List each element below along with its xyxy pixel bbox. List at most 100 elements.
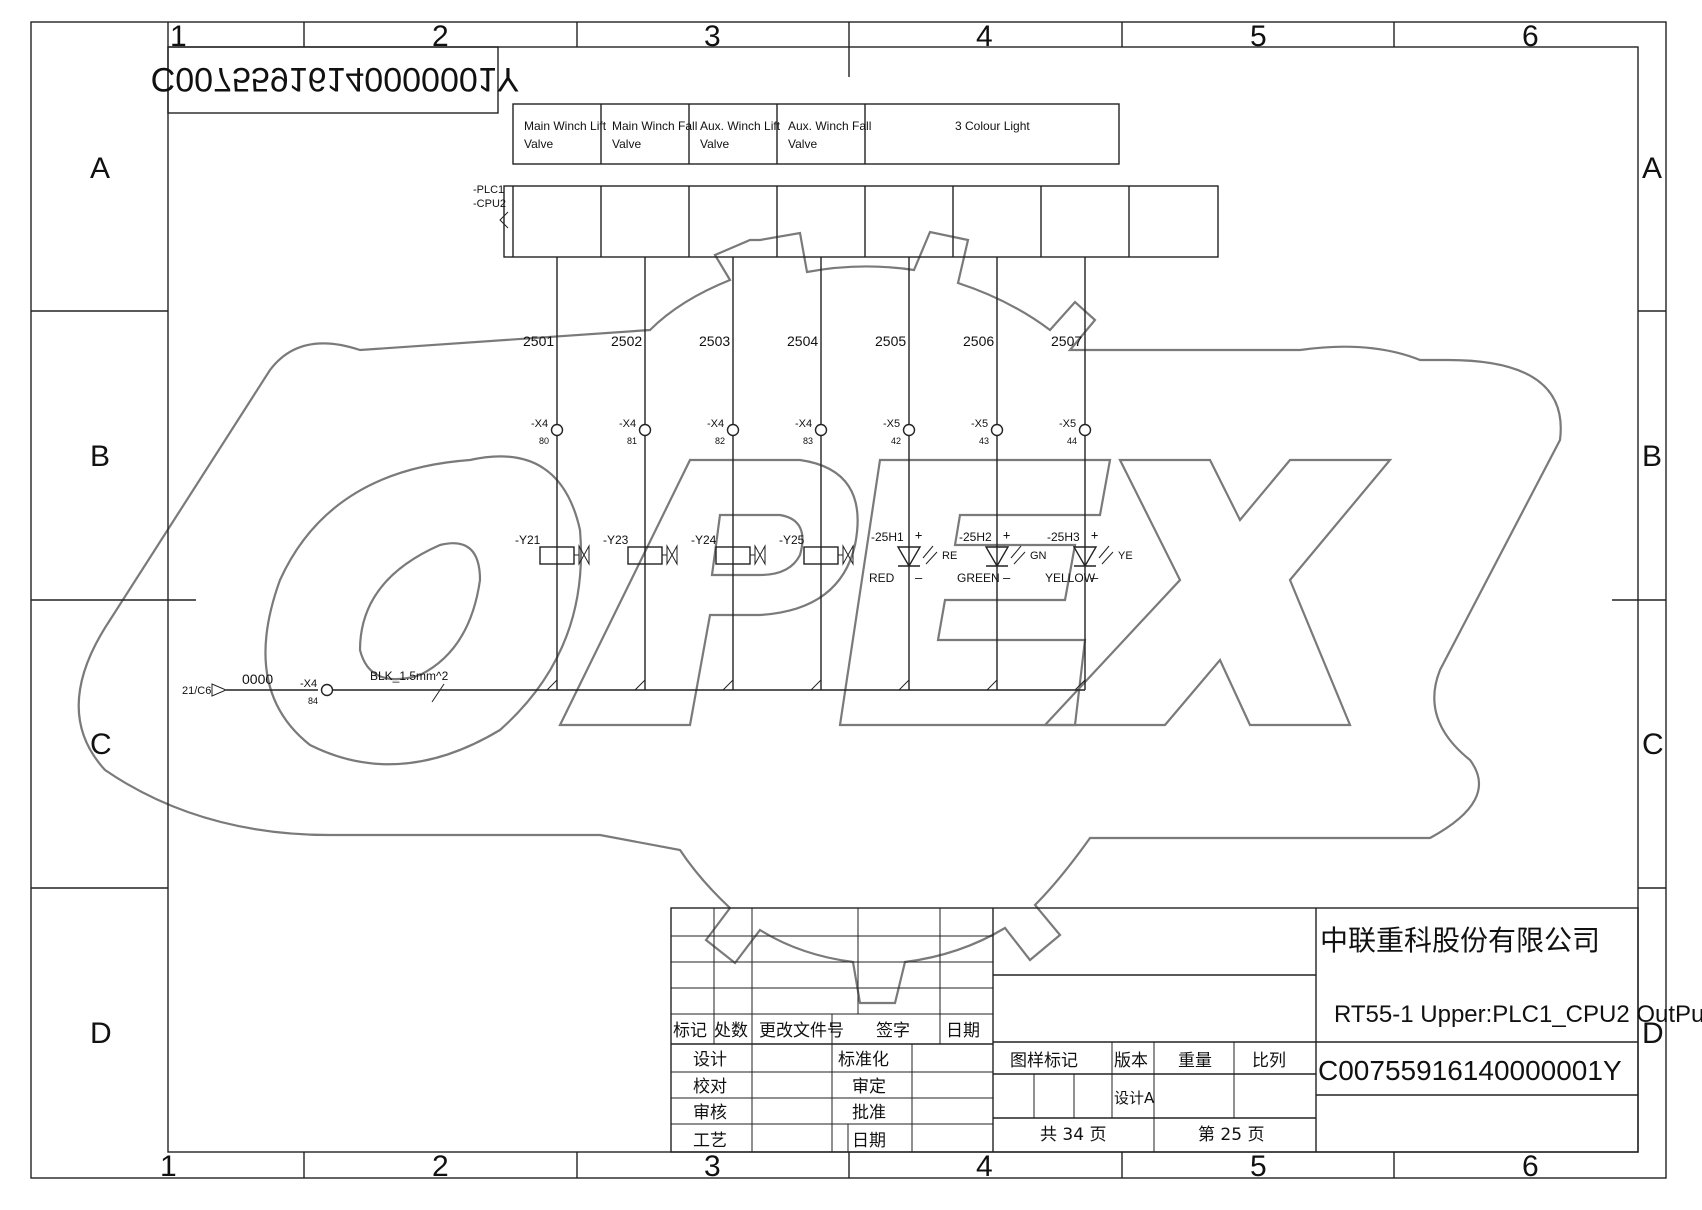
lamp-icon [896, 546, 922, 568]
info-header-weight: 重量 [1178, 1051, 1212, 1071]
function-header-table: Main Winch Lift Valve Main Winch Fall Va… [512, 103, 1120, 165]
col-label-3-top: 3 [704, 20, 721, 53]
lamp-colour-name: YELLOW [1045, 571, 1096, 585]
company-name: 中联重科股份有限公司 [1320, 924, 1600, 957]
rev-header-mark: 标记 [673, 1021, 707, 1041]
header-aux-winch-fall-1: Aux. Winch Fall [788, 119, 871, 133]
col-label-6-top: 6 [1522, 20, 1539, 53]
rev-header-count: 处数 [714, 1021, 748, 1041]
lamp-label: -25H3 [1047, 530, 1080, 544]
label-approval: 审定 [852, 1077, 886, 1097]
wire-number: 2504 [787, 333, 818, 349]
lamp-colour-code: GN [1030, 550, 1047, 562]
lamp-ray-1 [922, 545, 934, 559]
terminal-label: -X4 [795, 418, 812, 430]
header-main-winch-fall-1: Main Winch Fall [612, 119, 697, 133]
valve-icon [666, 544, 678, 566]
terminal-circle [550, 423, 564, 437]
title-block: 中联重科股份有限公司 RT55-1 Upper:PLC1_CPU2 OutPut… [670, 907, 1702, 1153]
drawing-frame: 1 2 3 4 5 6 1 2 3 4 5 6 A B C D A B C D [30, 20, 1667, 1183]
header-main-winch-fall-2: Valve [612, 137, 641, 151]
lamp-ray-1 [1010, 545, 1022, 559]
label-design: 设计 [693, 1050, 727, 1070]
mirrored-code: C00755916140000001Y [151, 60, 520, 98]
terminal-pin: 42 [891, 436, 901, 446]
header-aux-winch-lift-2: Valve [700, 137, 729, 151]
terminal-pin: 83 [803, 436, 813, 446]
col-label-4-top: 4 [976, 20, 993, 53]
rev-header-date: 日期 [946, 1021, 980, 1041]
lamp-ray-2 [925, 551, 938, 565]
terminal-circle [726, 423, 740, 437]
page-number: 第 25 页 [1198, 1125, 1264, 1145]
terminal-circle [638, 423, 652, 437]
row-label-d-left: D [90, 1017, 112, 1050]
terminal-pin: 82 [715, 436, 725, 446]
lamp-label: -25H2 [959, 530, 992, 544]
label-check: 校对 [693, 1077, 727, 1097]
col-label-5-bottom: 5 [1250, 1150, 1267, 1183]
info-header-drawing-mark: 图样标记 [1010, 1051, 1078, 1071]
terminal-circle [1078, 423, 1092, 437]
lamp-colour-name: GREEN [957, 571, 1000, 585]
terminal-circle [814, 423, 828, 437]
opex-watermark [77, 230, 1562, 1005]
row-label-b-right: B [1642, 440, 1662, 473]
col-label-1-top: 1 [170, 20, 187, 53]
wire-join-tick [722, 679, 734, 691]
header-3-colour-light: 3 Colour Light [955, 119, 1030, 133]
row-label-c-left: C [90, 728, 112, 761]
lamp-ray-2 [1013, 551, 1026, 565]
terminal-label: -X4 [707, 418, 724, 430]
common-return: 21/C6 0000 -X4 84 BLK_1.5mm^2 [182, 669, 1085, 706]
drawing-title: RT55-1 Upper:PLC1_CPU2 OutPut-2~2 [1334, 1001, 1702, 1028]
lamp-minus: – [915, 571, 923, 585]
wire-number: 2506 [963, 333, 994, 349]
lamp-colour-code: YE [1118, 550, 1133, 562]
header-aux-winch-fall-2: Valve [788, 137, 817, 151]
common-wire-number: 0000 [242, 671, 273, 687]
wire-number: 2501 [523, 333, 554, 349]
wire-number: 2502 [611, 333, 642, 349]
terminal-pin: 43 [979, 436, 989, 446]
lamp-icon [1072, 546, 1098, 568]
wire-join-tick [546, 679, 558, 691]
col-label-1-bottom: 1 [160, 1150, 177, 1183]
output-circuits: 2501-X480-Y212502-X481-Y232503-X482-Y242… [515, 257, 1133, 691]
label-review: 审核 [693, 1103, 727, 1123]
lamp-ray-2 [1101, 551, 1114, 565]
header-main-winch-lift-2: Valve [524, 137, 553, 151]
terminal-pin: 81 [627, 436, 637, 446]
terminal-label: -X5 [1059, 418, 1076, 430]
lamp-plus: + [915, 528, 922, 542]
col-label-2-top: 2 [432, 20, 449, 53]
terminal-pin: 44 [1067, 436, 1077, 446]
wire-number: 2505 [875, 333, 906, 349]
solenoid-label: -Y24 [691, 533, 717, 547]
plc-label-1: -PLC1 [473, 184, 504, 196]
solenoid-label: -Y23 [603, 533, 629, 547]
lamp-colour-name: RED [869, 571, 895, 585]
terminal-circle [990, 423, 1004, 437]
label-date: 日期 [852, 1131, 886, 1151]
wire-join-tick [1074, 679, 1086, 691]
plc-label-2: -CPU2 [473, 198, 506, 210]
terminal-label: -X4 [619, 418, 636, 430]
header-aux-winch-lift-1: Aux. Winch Lift [700, 119, 781, 133]
label-process: 工艺 [693, 1131, 727, 1151]
total-pages: 共 34 页 [1040, 1125, 1106, 1145]
lamp-plus: + [1091, 528, 1098, 542]
row-label-a-left: A [90, 152, 110, 185]
common-terminal-pin: 84 [308, 696, 318, 706]
common-terminal: -X4 [300, 678, 317, 690]
drawing-number: C00755916140000001Y [1318, 1055, 1622, 1086]
mirrored-code-box: C00755916140000001Y [151, 46, 520, 114]
col-label-4-bottom: 4 [976, 1150, 993, 1183]
label-standardization: 标准化 [838, 1050, 889, 1070]
rev-header-file: 更改文件号 [759, 1021, 844, 1041]
col-label-2-bottom: 2 [432, 1150, 449, 1183]
lamp-minus: – [1003, 571, 1011, 585]
common-ref: 21/C6 [182, 685, 211, 697]
terminal-label: -X5 [883, 418, 900, 430]
solenoid-label: -Y25 [779, 533, 805, 547]
